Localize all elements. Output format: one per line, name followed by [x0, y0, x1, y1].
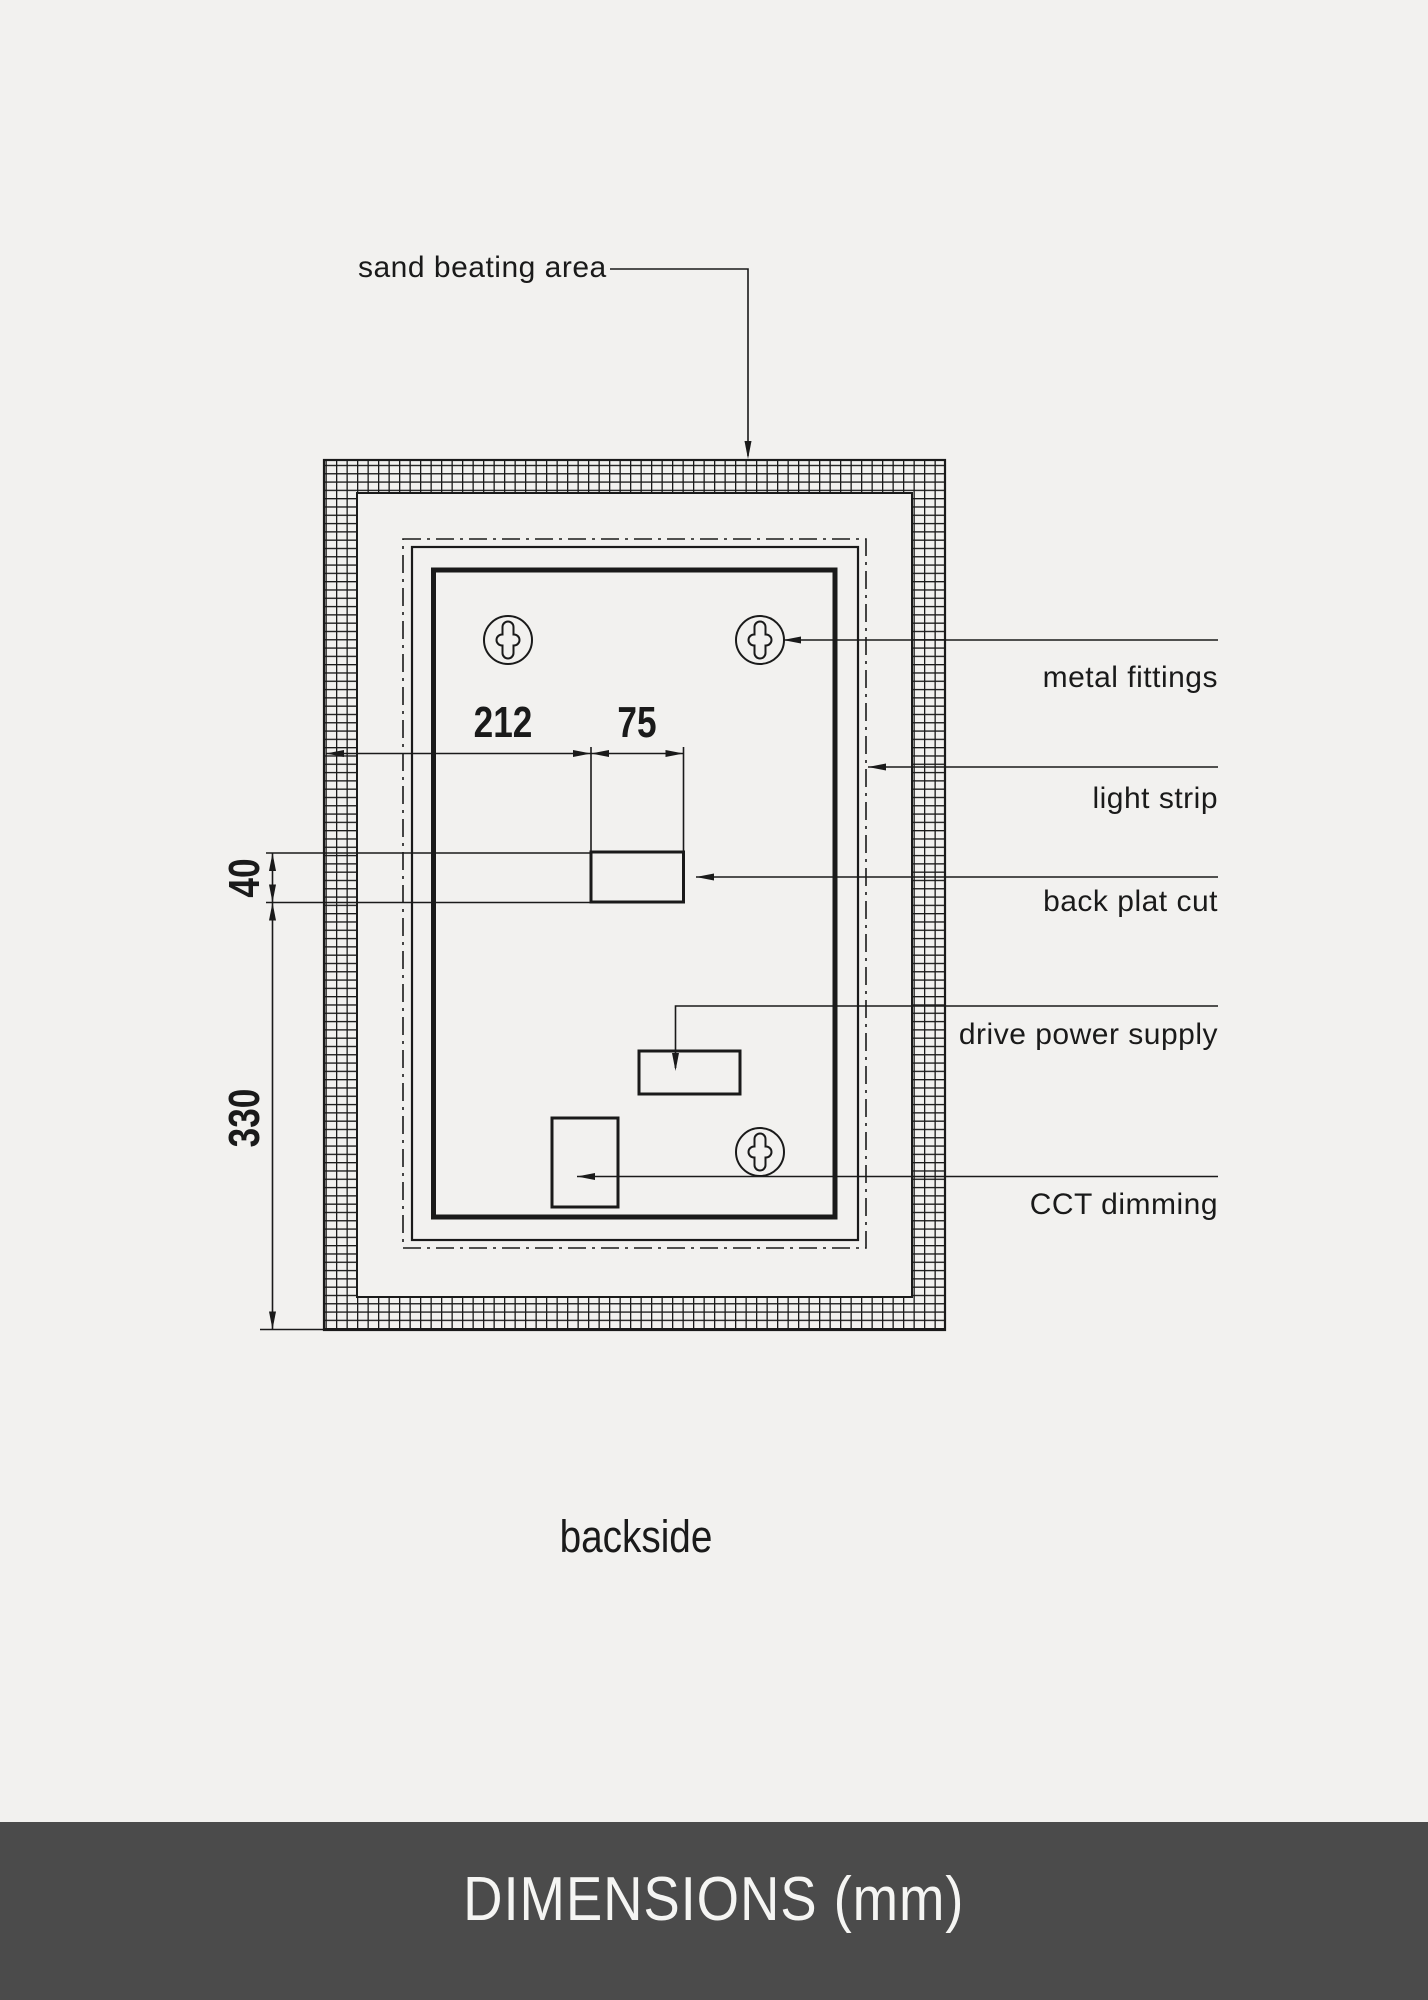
callout-label-drive-power-supply: drive power supply — [959, 1018, 1218, 1051]
dim-value-40: 40 — [220, 858, 269, 897]
callout-cct-dimming: CCT dimming — [577, 1173, 1218, 1221]
drive-power-supply-rect — [637, 1049, 742, 1096]
inner-thin-outline — [410, 545, 860, 1242]
callout-label-back-plat-cut: back plat cut — [1043, 885, 1218, 918]
dim-value-75: 75 — [617, 698, 656, 747]
callout-label-cct-dimming: CCT dimming — [1030, 1188, 1218, 1221]
footer-title: DIMENSIONS (mm) — [463, 1864, 965, 1934]
technical-drawing: 212 75 40 330 sand beating area metal fi… — [220, 251, 1218, 1562]
callout-label-sand-beating-area: sand beating area — [358, 251, 607, 284]
callout-label-light-strip: light strip — [1092, 782, 1218, 815]
back-plat-cut-rect — [589, 850, 685, 904]
callout-back-plat-cut: back plat cut — [696, 873, 1218, 918]
callout-metal-fittings: metal fittings — [783, 636, 1218, 694]
footer-bar: DIMENSIONS (mm) — [0, 1822, 1428, 2000]
cct-dimming-rect — [550, 1116, 620, 1209]
dimension-vertical — [260, 852, 591, 1331]
dim-value-330: 330 — [220, 1089, 269, 1148]
dimension-vertical-arrows — [269, 853, 276, 1330]
back-plate-outline — [431, 567, 838, 1220]
dimension-horizontal — [326, 747, 685, 852]
dim-value-212: 212 — [474, 698, 533, 747]
screw-icon-top-left — [483, 615, 533, 665]
callout-label-metal-fittings: metal fittings — [1043, 661, 1218, 694]
callout-drive-power-supply: drive power supply — [672, 1005, 1218, 1071]
light-strip-outline — [402, 538, 867, 1249]
callout-sand-beating-area: sand beating area — [358, 251, 752, 459]
dimension-horizontal-arrows — [326, 750, 684, 757]
callout-light-strip: light strip — [868, 763, 1218, 815]
view-label: backside — [560, 1511, 713, 1561]
